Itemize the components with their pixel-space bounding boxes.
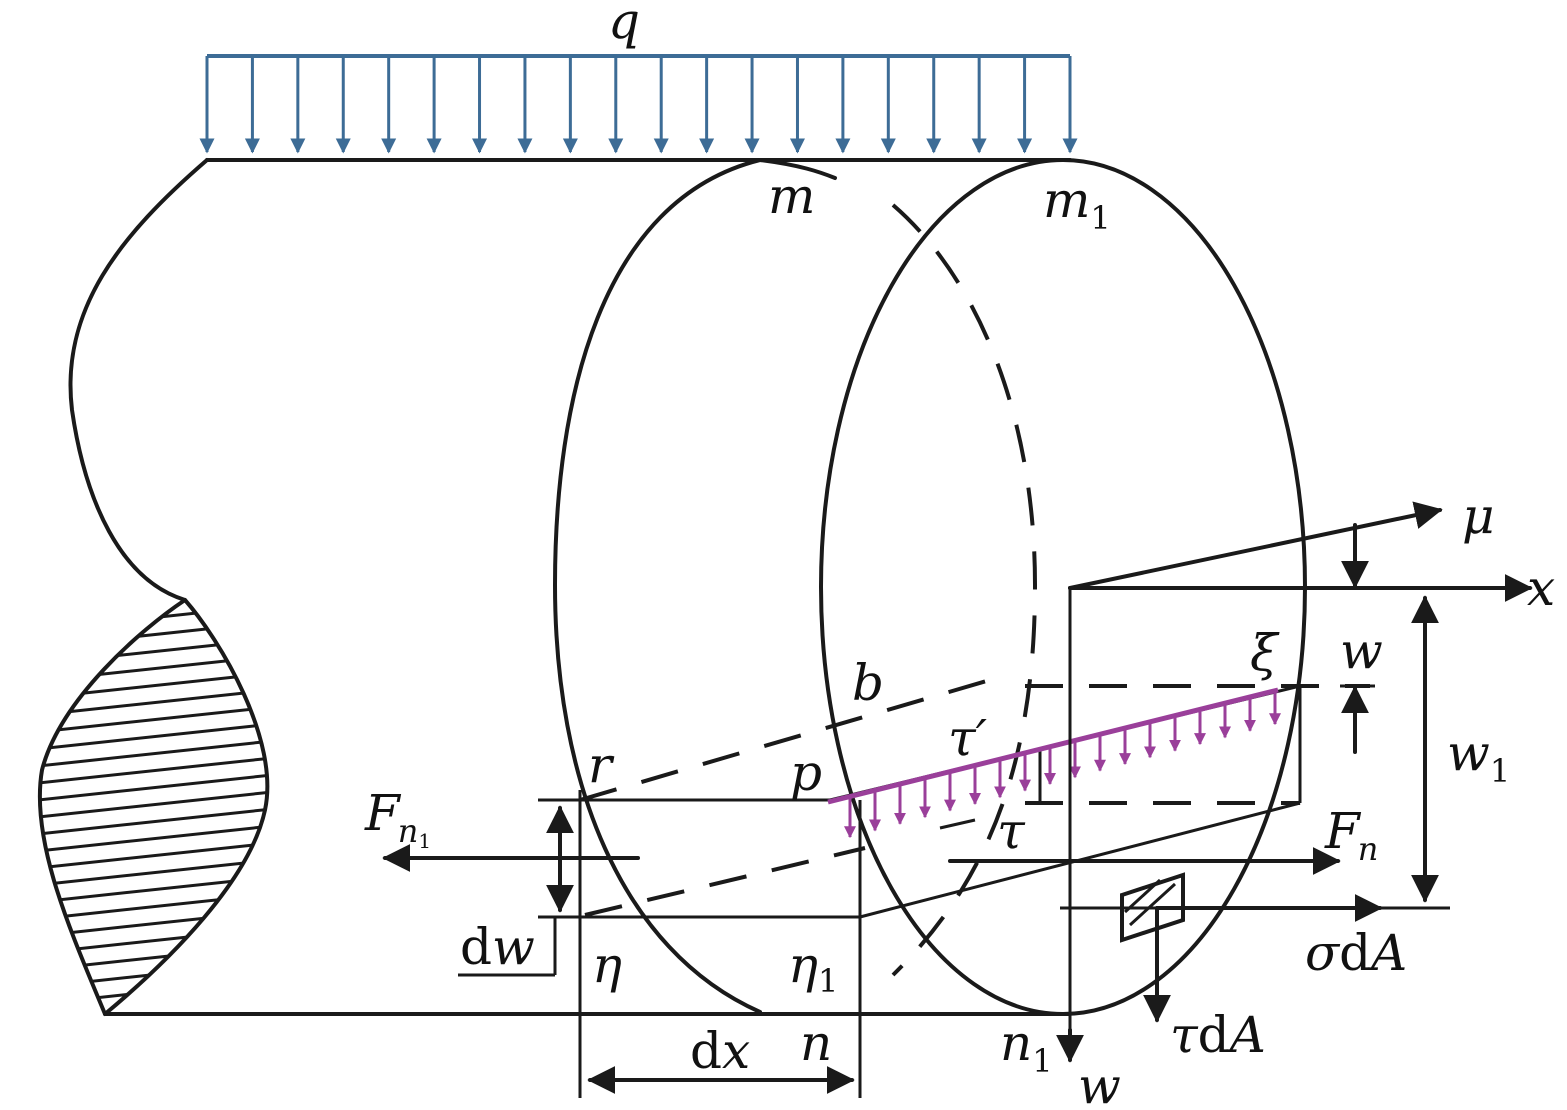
hatch-line bbox=[39, 974, 268, 1008]
label-Fn1: Fn1 bbox=[364, 784, 431, 853]
hatch-line bbox=[39, 736, 268, 770]
label-n: n bbox=[800, 1014, 832, 1072]
label-mu: μ bbox=[1462, 487, 1495, 545]
label-w-bottom: w bbox=[1078, 1057, 1121, 1110]
label-q: q bbox=[608, 0, 640, 50]
area-element-dA bbox=[1120, 872, 1185, 943]
label-tau: τ bbox=[997, 802, 1026, 860]
hatch-line bbox=[39, 872, 268, 906]
label-m1: m1 bbox=[1043, 171, 1111, 237]
hatch-line bbox=[39, 685, 268, 719]
hatch-line bbox=[39, 855, 268, 889]
hidden-line-eta bbox=[584, 846, 866, 917]
hatch-line bbox=[39, 821, 268, 855]
label-b: b bbox=[852, 654, 884, 712]
hatch-line bbox=[39, 634, 268, 668]
hatch-line bbox=[39, 668, 268, 702]
hatch-line bbox=[39, 617, 268, 651]
label-tau-prime: τ′ bbox=[948, 709, 988, 767]
shear-flow-arrows bbox=[827, 687, 1281, 839]
beam-outline bbox=[37, 158, 1072, 1016]
label-x: x bbox=[1527, 559, 1555, 617]
hatch-line bbox=[39, 991, 268, 1014]
label-r: r bbox=[588, 736, 615, 794]
hatch-line bbox=[39, 804, 268, 838]
hatch-line bbox=[39, 770, 268, 804]
hatch-line bbox=[39, 906, 268, 940]
label-Fn: Fn bbox=[1324, 802, 1378, 868]
label-dw: dw bbox=[460, 918, 535, 976]
axial-forces bbox=[382, 818, 1383, 1023]
hatch-line bbox=[39, 787, 268, 821]
label-tau-dA: τdA bbox=[1170, 1006, 1266, 1064]
hidden-edge-left-ellipse bbox=[891, 203, 1038, 977]
label-p: p bbox=[790, 744, 822, 802]
distributed-load-q bbox=[199, 54, 1078, 154]
hatch-line bbox=[39, 651, 268, 685]
label-n1: n1 bbox=[1000, 1014, 1053, 1080]
label-dx: dx bbox=[690, 1022, 750, 1080]
coordinate-axes bbox=[1056, 501, 1533, 1063]
label-w1: w1 bbox=[1447, 724, 1510, 790]
section-hatching bbox=[39, 600, 268, 1014]
section-m-n bbox=[553, 158, 762, 1014]
section-m-n-front bbox=[758, 158, 837, 180]
hidden-line-r-b bbox=[579, 678, 991, 802]
label-eta: η bbox=[592, 936, 622, 994]
label-xi: ξ bbox=[1250, 624, 1280, 682]
hatch-line bbox=[39, 719, 268, 753]
label-eta1: η1 bbox=[788, 936, 838, 1000]
label-w-top: w bbox=[1340, 622, 1383, 680]
label-sigma-dA: σdA bbox=[1305, 924, 1407, 982]
label-m: m bbox=[768, 167, 815, 225]
hatch-line bbox=[39, 753, 268, 787]
hatch-line bbox=[39, 923, 268, 957]
hatch-line bbox=[39, 838, 268, 872]
load-arrows bbox=[199, 56, 1078, 154]
shear-flow-line bbox=[827, 687, 1279, 805]
